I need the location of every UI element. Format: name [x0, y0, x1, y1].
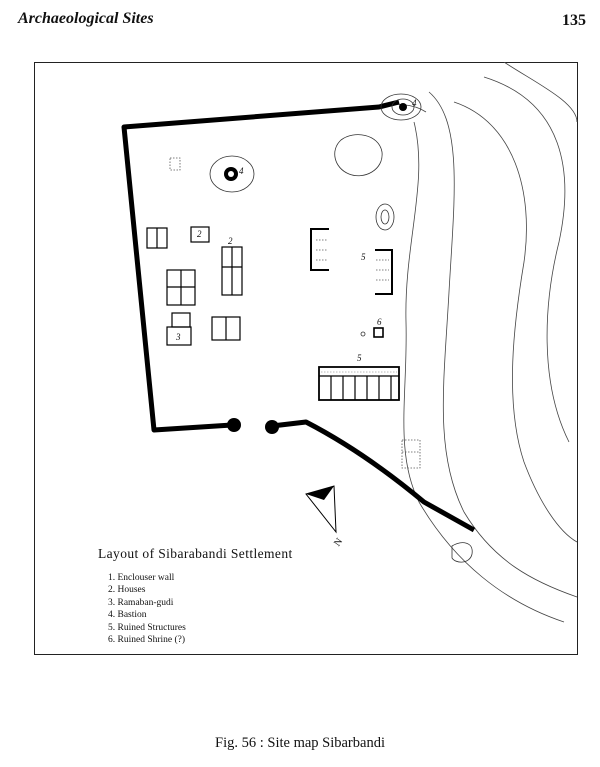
legend-item: 1. Enclouser wall [108, 573, 175, 583]
running-head: Archaeological Sites [18, 10, 154, 27]
label-house: 2 [197, 229, 202, 239]
mound [451, 542, 473, 563]
ruined-structure-row [318, 366, 400, 401]
ruined-structure [375, 249, 393, 295]
map-legend: 1. Enclouser wall 2. Houses 3. Ramaban-g… [108, 572, 186, 646]
enclosure-wall [271, 419, 476, 533]
contour-line [483, 76, 570, 443]
contour-line [403, 121, 565, 623]
bastion-top-right [399, 103, 407, 111]
gate-bastion-right [265, 420, 279, 434]
ramaban-gudi [171, 312, 191, 328]
legend-item: 2. Houses [108, 585, 146, 596]
legend-item: 6. Ruined Shrine (?) [108, 635, 186, 646]
map-border [34, 62, 578, 655]
house [190, 226, 210, 243]
site-map: 4 4 2 2 3 5 5 6 N Layout of Sibarabandi … [34, 62, 578, 655]
label-bastion-central: 4 [239, 166, 244, 176]
riverside-structure [401, 439, 421, 469]
page-number: 135 [562, 12, 586, 29]
shrine-marker [360, 331, 366, 337]
site-map-drawing [34, 62, 578, 655]
label-house: 2 [228, 236, 233, 246]
ramaban-gudi [166, 326, 192, 346]
gate-bastion-left [227, 418, 241, 432]
label-ruined-structure: 5 [357, 353, 362, 363]
legend-item: 5. Ruined Structures [108, 622, 186, 633]
label-ruined-structure: 5 [361, 252, 366, 262]
map-title: Layout of Sibarabandi Settlement [98, 546, 293, 561]
contour-line [453, 101, 578, 543]
mound [375, 203, 395, 231]
small-structure [169, 157, 181, 171]
label-ramaban-gudi: 3 [176, 332, 181, 342]
ruined-shrine [373, 327, 384, 338]
legend-item: 4. Bastion [108, 610, 147, 621]
enclosure-wall [121, 99, 400, 433]
label-bastion-top-right: 4 [412, 98, 417, 108]
figure-caption: Fig. 56 : Site map Sibarbandi [215, 735, 385, 751]
bastion-contour [209, 155, 255, 193]
label-ruined-shrine: 6 [377, 317, 382, 327]
contour-line [428, 91, 578, 598]
legend-item: 3. Ramaban-gudi [108, 597, 174, 608]
contour-line [503, 62, 578, 123]
mound [334, 134, 383, 177]
ruined-structure [310, 228, 329, 271]
bastion-contour [380, 93, 422, 121]
bastion-contour [391, 98, 415, 116]
